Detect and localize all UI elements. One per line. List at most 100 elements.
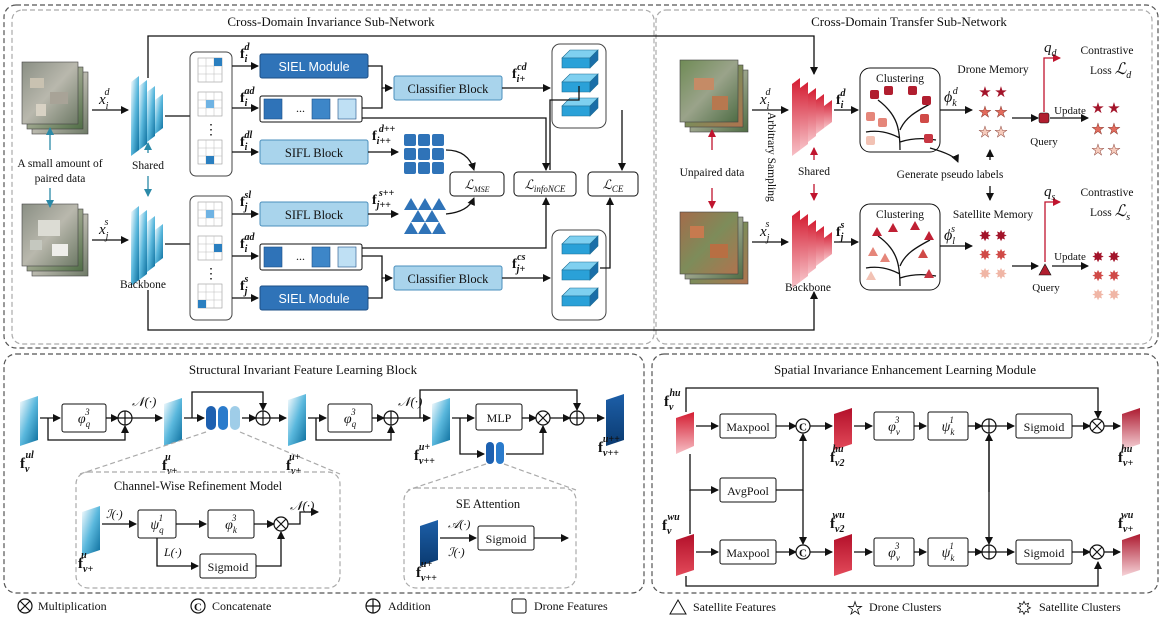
- svg-text:φq3: φq3: [344, 407, 357, 429]
- cwr-title: Channel-Wise Refinement Model: [114, 479, 283, 493]
- drone-backbone: [131, 76, 163, 156]
- drone-memory-stars: ★★ ★★ ★★: [978, 83, 1008, 141]
- svg-text:Classifier Block: Classifier Block: [408, 272, 490, 286]
- svg-text:φv3: φv3: [888, 415, 900, 437]
- siel-title: Spatial Invariance Enhancement Learning …: [774, 362, 1036, 377]
- svg-text:Maxpool: Maxpool: [726, 546, 770, 560]
- x-i-d: xid: [98, 87, 110, 112]
- siel-concat-bottom: C: [795, 544, 811, 560]
- svg-text:★: ★: [1107, 99, 1120, 117]
- svg-text:φk3: φk3: [225, 513, 238, 535]
- cdt-x-i-d: xid: [759, 87, 771, 112]
- svg-text:ψq1: ψq1: [150, 513, 164, 535]
- siel-f-v-wu: fvwu: [662, 512, 680, 537]
- svg-text:✸: ✸: [995, 246, 1008, 264]
- svg-text:Maxpool: Maxpool: [726, 420, 770, 434]
- siel-mult-top: [1089, 418, 1105, 434]
- cdi-title: Cross-Domain Invariance Sub-Network: [227, 14, 435, 29]
- legend-satellite-features: Satellite Features: [693, 600, 776, 614]
- bottom-bypass-line: [147, 290, 818, 331]
- siel-f-v-hu: fvhu: [664, 388, 681, 413]
- drone-image-stack: [21, 61, 89, 135]
- svg-text:Sigmoid: Sigmoid: [486, 532, 527, 546]
- svg-text:✸: ✸: [1108, 267, 1121, 285]
- drone-query-label: Query: [1030, 136, 1058, 148]
- unpaired-satellite-images: [679, 211, 749, 285]
- f-v-ul-tensor: [20, 396, 38, 446]
- svg-text:✸: ✸: [995, 227, 1008, 245]
- f-i-ad-label: fiad: [240, 86, 255, 109]
- svg-text:⋮: ⋮: [204, 123, 218, 138]
- loss-infonce-box: [513, 171, 577, 197]
- cwr-icon: [206, 406, 240, 430]
- q-d: qd: [1044, 40, 1058, 59]
- satellite-memory-label: Satellite Memory: [953, 209, 1033, 221]
- legend-satellite-clusters: Satellite Clusters: [1039, 600, 1121, 614]
- svg-text:✸: ✸: [979, 246, 992, 264]
- se-title: SE Attention: [456, 497, 521, 511]
- feature-strip-top: [259, 95, 363, 123]
- svg-text:★: ★: [1107, 120, 1120, 138]
- satellite-query-label: Query: [1032, 282, 1060, 294]
- phi-l-s: ϕls: [944, 224, 955, 247]
- svg-text:✸: ✸: [1108, 248, 1121, 266]
- svg-text:Clustering: Clustering: [876, 73, 924, 85]
- se-panel-border: [403, 487, 577, 589]
- legend-add-icon: [365, 598, 381, 614]
- siel-add-top: [981, 418, 997, 434]
- svg-text:...: ...: [296, 249, 305, 263]
- cwr-input-tensor: [82, 506, 100, 556]
- svg-text:★: ★: [1091, 141, 1104, 159]
- q-s: qs: [1044, 184, 1056, 203]
- satellite-update-label: Update: [1054, 251, 1086, 263]
- svg-text:✸: ✸: [1092, 267, 1105, 285]
- cdt-drone-backbone: [792, 78, 832, 156]
- se-input-tensor: [420, 520, 438, 566]
- siel-add-bottom: [981, 544, 997, 560]
- cdt-backbone-label: Backbone: [785, 282, 831, 294]
- cwr-panel-border: [75, 471, 341, 589]
- svg-text:C: C: [799, 548, 807, 560]
- generate-pseudo-label: Generate pseudo labels: [897, 169, 1004, 181]
- svg-text:φv3: φv3: [888, 541, 900, 563]
- top-bypass-line: [147, 35, 818, 78]
- sifl-mult: [535, 410, 551, 426]
- satellite-grid-cells: [197, 201, 223, 309]
- paired-label-1: A small amount of: [17, 158, 102, 170]
- backbone-label: Backbone: [120, 279, 166, 291]
- f-vpp-uplus-tensor: [432, 398, 450, 446]
- sifl-add-2: [255, 410, 271, 426]
- svg-text:✸: ✸: [979, 227, 992, 245]
- svg-text:✸: ✸: [1108, 286, 1121, 304]
- cwr-f-vp-u: fv+u: [78, 550, 93, 575]
- f-ipp-dpp-label: fi++d++: [372, 124, 396, 147]
- svg-text:Sigmoid: Sigmoid: [1024, 420, 1065, 434]
- f-vpp-uplus: fv++u+: [414, 442, 435, 467]
- svg-text:★: ★: [994, 123, 1007, 141]
- cdt-x-j-s: xjs: [759, 219, 770, 244]
- loss-ce-box: [587, 171, 639, 197]
- svg-text:SIFL Block: SIFL Block: [285, 208, 344, 222]
- siel-f-v2-hu: fv2hu: [830, 444, 844, 469]
- f-i-d-label: fid: [240, 42, 250, 65]
- drone-grid-cells: [197, 57, 223, 165]
- svg-text:𝒩(·): 𝒩(·): [132, 394, 156, 409]
- svg-text:C: C: [799, 422, 807, 434]
- top-panel-border: [3, 4, 1159, 349]
- svg-text:✸: ✸: [979, 265, 992, 283]
- loss-ce: ℒCE: [603, 177, 624, 194]
- drone-update-label: Update: [1054, 105, 1086, 117]
- legend-mult-icon: [17, 598, 33, 614]
- drone-memory-label: Drone Memory: [957, 64, 1028, 76]
- siel-mult-bottom: [1089, 544, 1105, 560]
- sifl-panel-border: [3, 353, 645, 594]
- cdt-panel-border: [655, 9, 1153, 345]
- svg-text:★: ★: [978, 123, 991, 141]
- unpaired-label: Unpaired data: [680, 167, 745, 179]
- satellite-clustering-box: Clustering: [859, 203, 941, 291]
- svg-text:Clustering: Clustering: [876, 209, 924, 221]
- legend-satellite-features-icon: [669, 598, 687, 615]
- f-iplus-cd-label: fi+cd: [512, 62, 528, 85]
- satellite-updated-clusters: ✸✸ ✸✸ ✸✸: [1092, 248, 1121, 304]
